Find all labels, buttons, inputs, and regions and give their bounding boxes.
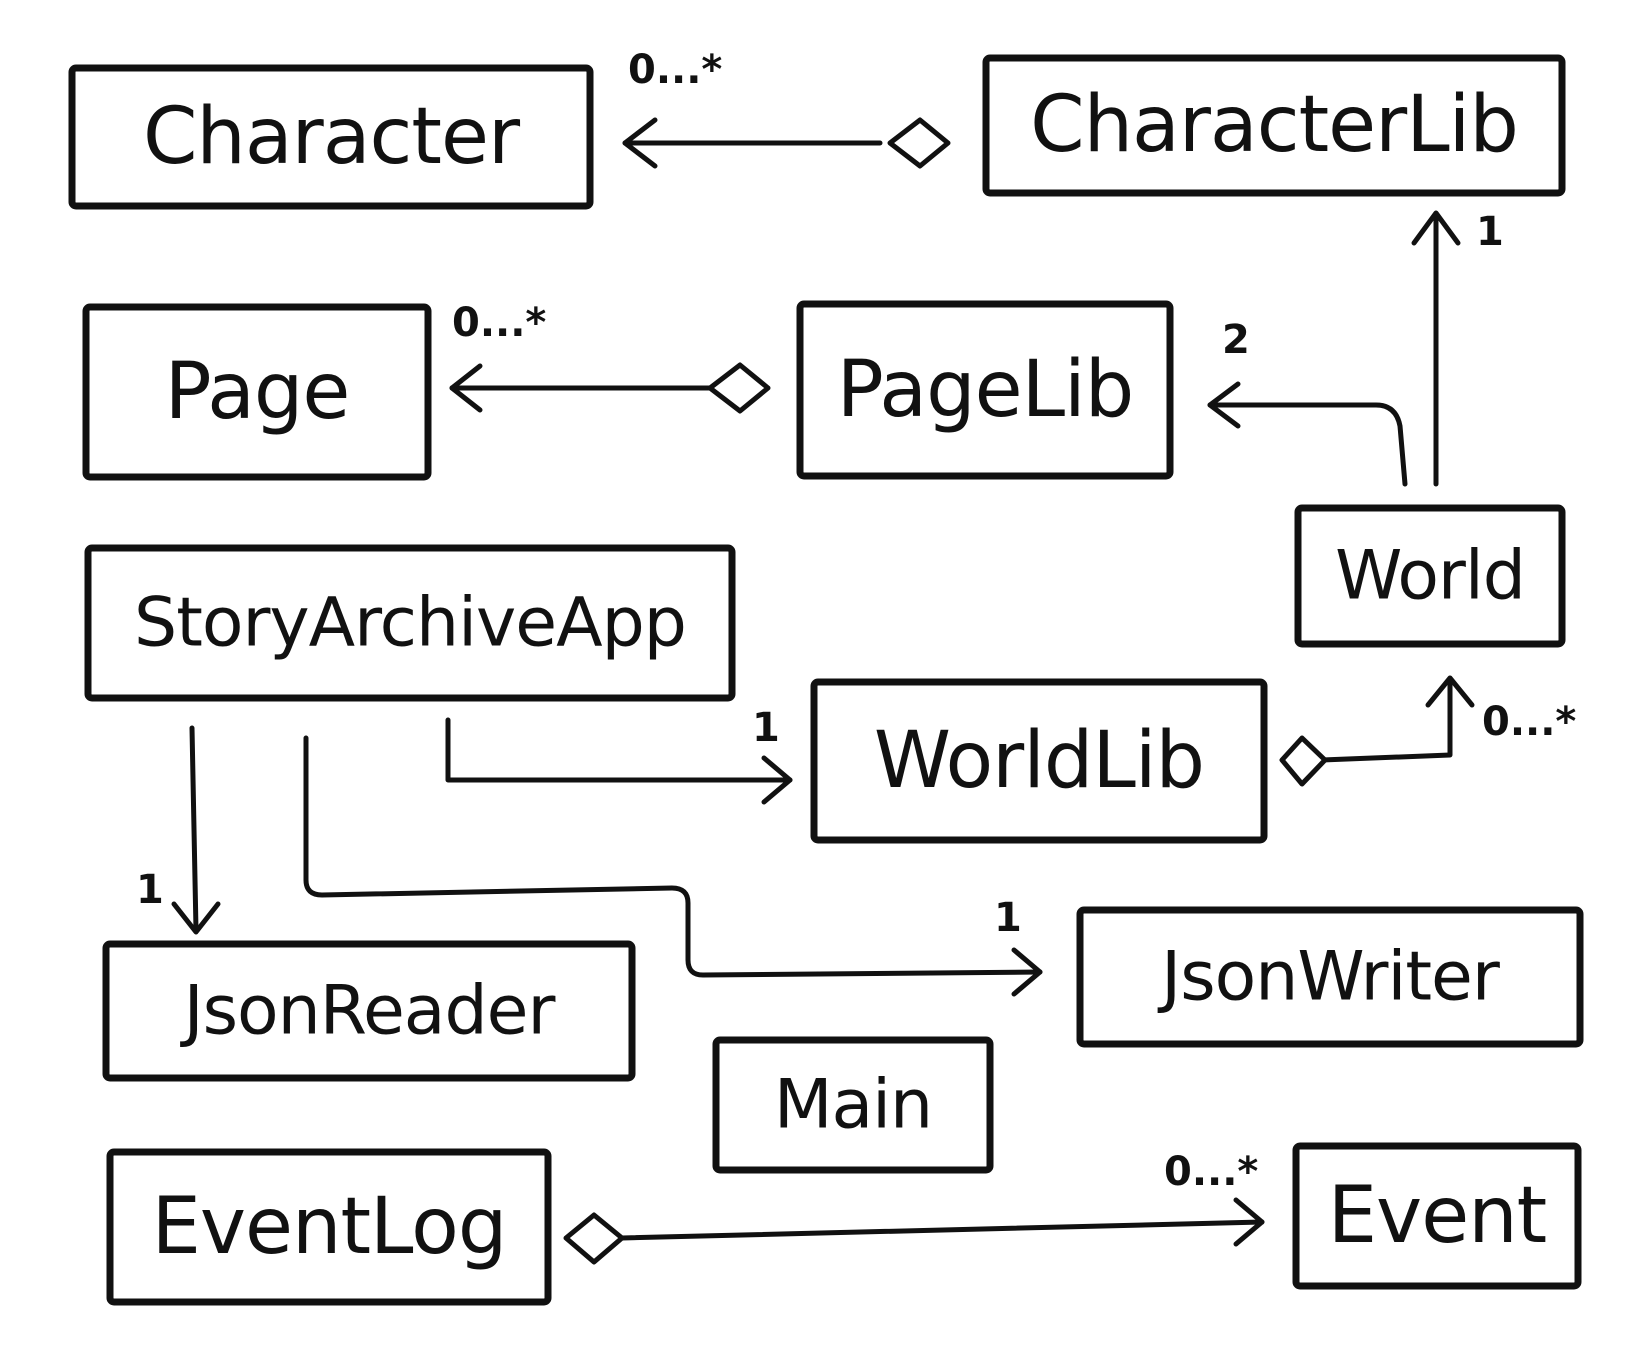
class-world-lib[interactable]: WorldLib [810, 678, 1268, 844]
arrowhead [1233, 1197, 1265, 1247]
class-event[interactable]: Event [1292, 1142, 1582, 1290]
multiplicity-label: 0...* [1482, 699, 1576, 745]
class-name: JsonWriter [1157, 938, 1500, 1017]
edge-worldlib-world: 0...* [1279, 675, 1576, 787]
arrowhead [761, 755, 793, 805]
class-name: Main [774, 1066, 932, 1145]
edge-line [445, 717, 793, 783]
edge-characterlib-character: 0...* [622, 47, 951, 169]
multiplicity-label: 1 [136, 867, 164, 913]
class-json-writer[interactable]: JsonWriter [1076, 906, 1584, 1048]
edge-pagelib-page: 0...* [449, 300, 771, 414]
class-name: CharacterLib [1030, 80, 1518, 170]
multiplicity-label: 0...* [452, 300, 546, 346]
class-name: WorldLib [874, 716, 1204, 806]
arrowhead [1425, 675, 1475, 708]
aggregation-diamond [1279, 735, 1328, 787]
edge-world-pagelib: 2 [1207, 317, 1408, 487]
class-world[interactable]: World [1294, 504, 1566, 648]
class-event-log[interactable]: EventLog [106, 1148, 552, 1306]
edge-app-jsonwriter: 1 [303, 735, 1043, 997]
class-name: StoryArchiveApp [134, 584, 686, 663]
class-json-reader[interactable]: JsonReader [102, 940, 636, 1082]
edge-line [189, 725, 199, 933]
edge-app-worldlib: 1 [445, 705, 793, 805]
multiplicity-label: 1 [994, 895, 1022, 941]
class-character-lib[interactable]: CharacterLib [982, 54, 1566, 197]
class-name: Event [1328, 1171, 1546, 1261]
aggregation-diamond [887, 117, 951, 169]
edge-world-characterlib: 1 [1411, 209, 1504, 487]
aggregation-diamond [563, 1212, 625, 1265]
arrowhead [1207, 381, 1241, 429]
class-story-archive-app[interactable]: StoryArchiveApp [84, 544, 736, 702]
arrowhead [171, 901, 221, 935]
edge-line [619, 1219, 1265, 1241]
class-name: JsonReader [180, 972, 556, 1051]
edge-line [1207, 402, 1408, 487]
arrowhead [1011, 947, 1043, 997]
class-page[interactable]: Page [82, 303, 432, 481]
class-name: EventLog [152, 1182, 507, 1272]
arrowhead [449, 363, 483, 413]
arrowhead [1411, 210, 1461, 246]
edge-line [1319, 677, 1453, 763]
edge-app-jsonreader: 1 [136, 725, 221, 935]
aggregation-diamond [707, 362, 771, 414]
multiplicity-label: 1 [752, 705, 780, 751]
class-character[interactable]: Character [68, 64, 594, 210]
class-page-lib[interactable]: PageLib [796, 300, 1174, 480]
edge-eventlog-event: 0...* [563, 1149, 1265, 1265]
multiplicity-label: 1 [1476, 209, 1504, 255]
multiplicity-label: 2 [1222, 317, 1250, 363]
multiplicity-label: 0...* [628, 47, 722, 93]
class-main[interactable]: Main [712, 1036, 994, 1174]
multiplicity-label: 0...* [1164, 1149, 1258, 1195]
class-name: Page [165, 347, 350, 437]
edge-line [303, 735, 1043, 978]
class-name: World [1335, 537, 1525, 616]
class-name: PageLib [837, 345, 1133, 435]
arrowhead [622, 117, 658, 169]
class-name: Character [143, 92, 521, 182]
